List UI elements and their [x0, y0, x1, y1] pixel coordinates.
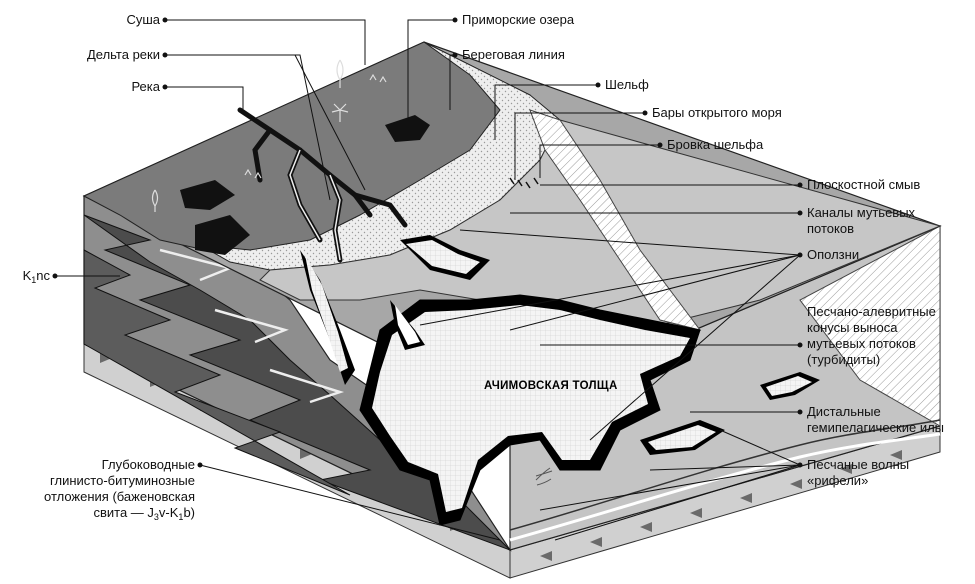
label-shelf: Шельф	[605, 77, 649, 93]
label-turbidity-channels: Каналы мутьевых потоков	[807, 205, 915, 237]
label-land: Суша	[60, 12, 160, 28]
label-k1nc: K1nc	[0, 268, 50, 288]
label-achimov-formation: АЧИМОВСКАЯ ТОЛЩА	[484, 380, 618, 392]
label-sand-silt-fans: Песчано-алевритные конусы выноса мутьевы…	[807, 304, 936, 368]
label-shelf-edge: Бровка шельфа	[667, 137, 763, 153]
label-open-sea-bars: Бары открытого моря	[652, 105, 782, 121]
label-distal-hemipelagic-muds: Дистальные гемипелагические илы	[807, 404, 944, 436]
deepwater-prefix: свита —	[93, 505, 147, 520]
label-river-delta: Дельта реки	[40, 47, 160, 63]
k1nc-rest: nc	[36, 268, 50, 283]
label-river: Река	[60, 79, 160, 95]
label-sand-waves: Песчаные волны «рифели»	[807, 457, 909, 489]
deepwater-text: Глубоководные глинисто-битуминозные отло…	[44, 457, 195, 504]
bazh-p2: v-K	[159, 505, 179, 520]
label-deepwater-deposits: Глубоководные глинисто-битуминозные отло…	[20, 457, 195, 525]
k1nc-base: K	[23, 268, 32, 283]
bazh-p3: b)	[183, 505, 195, 520]
label-coastline: Береговая линия	[462, 47, 565, 63]
label-coastal-lakes: Приморские озера	[462, 12, 574, 28]
label-sheet-wash: Плоскостной смыв	[807, 177, 920, 193]
label-landslides: Оползни	[807, 247, 859, 263]
